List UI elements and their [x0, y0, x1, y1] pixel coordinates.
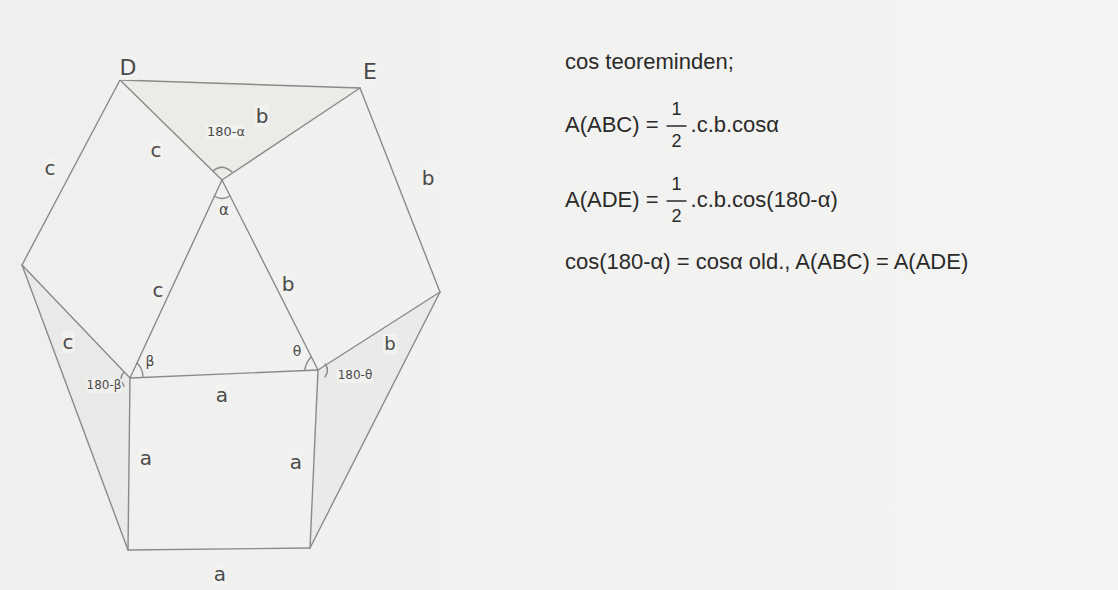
equation-text: 1	[672, 100, 682, 120]
equation-text: A(ADE) =	[565, 188, 659, 212]
side-label: E	[362, 60, 378, 84]
side-label: α	[218, 202, 230, 219]
equation-text: .c.b.cos(180-α)	[691, 188, 838, 212]
pencil-shading	[22, 80, 440, 550]
side-label: c	[44, 157, 57, 179]
equation-text: A(ABC) =	[565, 113, 659, 137]
equation-text: 2	[672, 207, 682, 227]
equation-text: cos teoreminden;	[565, 50, 734, 74]
side-label: b	[421, 167, 436, 189]
equation-text: 2	[672, 132, 682, 152]
side-label: a	[213, 563, 227, 585]
side-label: θ	[292, 344, 303, 359]
side-label: c	[62, 331, 75, 353]
side-label: c	[150, 139, 163, 161]
side-label: c	[152, 279, 165, 301]
side-label: 180-α	[206, 125, 246, 139]
side-label: 180-β	[86, 379, 123, 392]
side-label: D	[119, 56, 138, 80]
fraction-bars	[667, 126, 687, 201]
side-label: a	[215, 384, 229, 406]
equation-text: 1	[672, 175, 682, 195]
side-label: b	[383, 334, 396, 354]
side-label: a	[289, 451, 303, 473]
side-label: a	[139, 447, 153, 469]
side-label: β	[145, 354, 156, 369]
side-label: b	[255, 105, 270, 127]
equation-text: .c.b.cosα	[691, 113, 780, 137]
side-label: 180-θ	[337, 369, 374, 382]
pencil-lines	[22, 80, 440, 550]
side-label: b	[281, 273, 296, 295]
equation-text: cos(180-α) = cosα old., A(ABC) = A(ADE)	[565, 250, 968, 274]
